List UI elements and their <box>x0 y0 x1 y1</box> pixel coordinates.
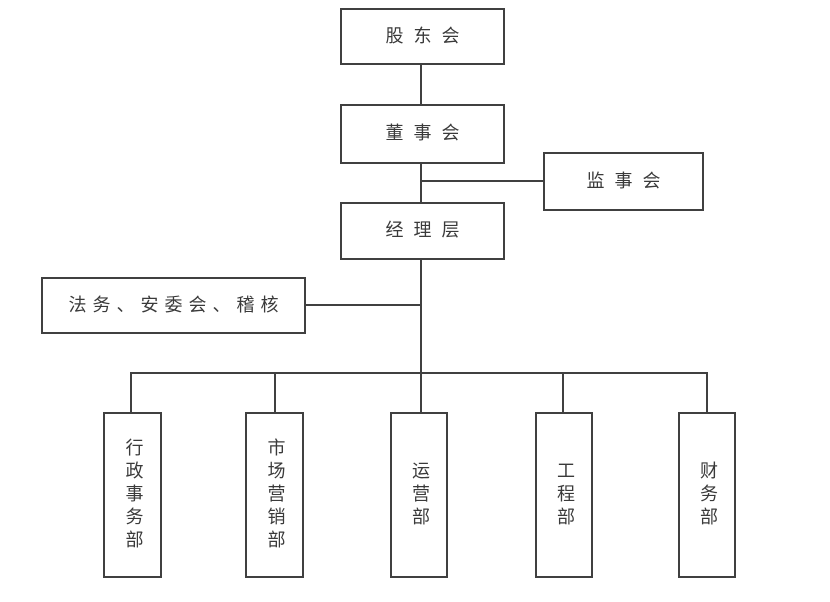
connector-drop-finance <box>706 372 708 412</box>
connector-branch-staff <box>306 304 420 306</box>
node-dept-marketing: 市场营销部 <box>245 412 304 578</box>
node-dept-engineering-label: 工程部 <box>554 460 575 530</box>
node-staff-label: 法务、安委会、稽核 <box>68 294 285 316</box>
connector-shareholders-board <box>420 65 422 104</box>
node-management-label: 经理层 <box>385 220 470 241</box>
connector-main-horizontal <box>131 372 708 374</box>
node-supervisory-label: 监事会 <box>586 170 671 192</box>
connector-drop-engineering <box>562 372 564 412</box>
node-dept-operations-label: 运营部 <box>409 460 430 530</box>
node-dept-marketing-label: 市场营销部 <box>264 437 286 553</box>
node-dept-engineering: 工程部 <box>535 412 593 578</box>
node-board: 董事会 <box>340 104 505 164</box>
node-dept-admin-label: 行政事务部 <box>122 437 144 553</box>
node-staff: 法务、安委会、稽核 <box>41 277 306 334</box>
node-board-label: 董事会 <box>385 123 470 144</box>
connector-drop-admin <box>130 372 132 412</box>
node-shareholders-label: 股东会 <box>385 25 470 47</box>
node-supervisory: 监事会 <box>543 152 704 211</box>
node-dept-finance-label: 财务部 <box>697 460 718 530</box>
node-dept-operations: 运营部 <box>390 412 448 578</box>
node-shareholders: 股东会 <box>340 8 505 65</box>
connector-drop-marketing <box>274 372 276 412</box>
node-dept-admin: 行政事务部 <box>103 412 162 578</box>
node-dept-finance: 财务部 <box>678 412 736 578</box>
connector-management-operations <box>420 260 422 412</box>
connector-board-management <box>420 164 422 202</box>
node-management: 经理层 <box>340 202 505 260</box>
connector-branch-supervisory <box>421 180 543 182</box>
